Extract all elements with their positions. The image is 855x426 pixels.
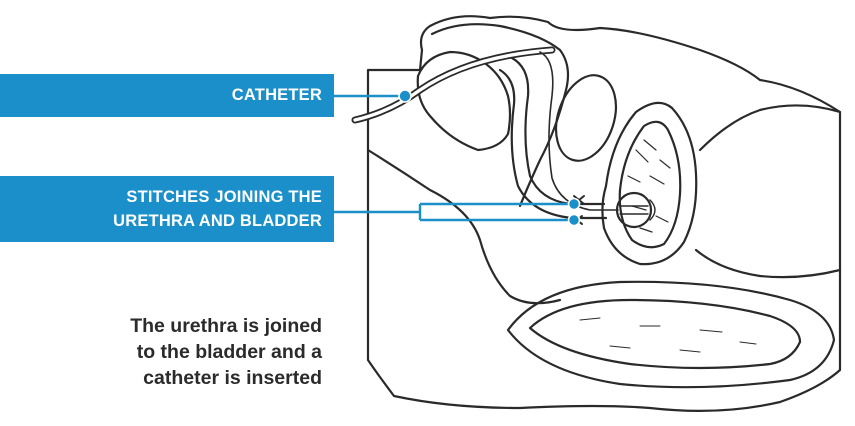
front-curve: [368, 150, 560, 303]
stitch-callout-dot-upper: [569, 199, 580, 210]
catheter-label-text: CATHETER: [232, 86, 322, 104]
rectum-inner: [530, 300, 800, 368]
caption-line1: The urethra is joined: [60, 313, 322, 339]
figure-caption: The urethra is joined to the bladder and…: [60, 313, 322, 391]
rectum-texture: [580, 318, 756, 352]
stitch-callout-dot-lower: [569, 215, 580, 226]
rectum-outer: [508, 282, 834, 387]
stitches-label-line2: URETHRA AND BLADDER: [0, 209, 322, 233]
bladder: [602, 103, 696, 264]
caption-line2: to the bladder and a: [60, 339, 322, 365]
urethra-upper-wall: [512, 58, 604, 204]
stitches-label-line1: STITCHES JOINING THE: [0, 185, 322, 209]
bladder-inner: [620, 122, 681, 247]
catheter-tube-inner: [355, 50, 552, 120]
stitches-label: STITCHES JOINING THE URETHRA AND BLADDER: [0, 176, 334, 242]
stitches-callout-bracket: [334, 204, 574, 220]
catheter-callout-dot: [399, 90, 411, 102]
caption-line3: catheter is inserted: [60, 365, 322, 391]
posterior-curve: [696, 105, 840, 277]
catheter-label: CATHETER: [0, 74, 334, 117]
